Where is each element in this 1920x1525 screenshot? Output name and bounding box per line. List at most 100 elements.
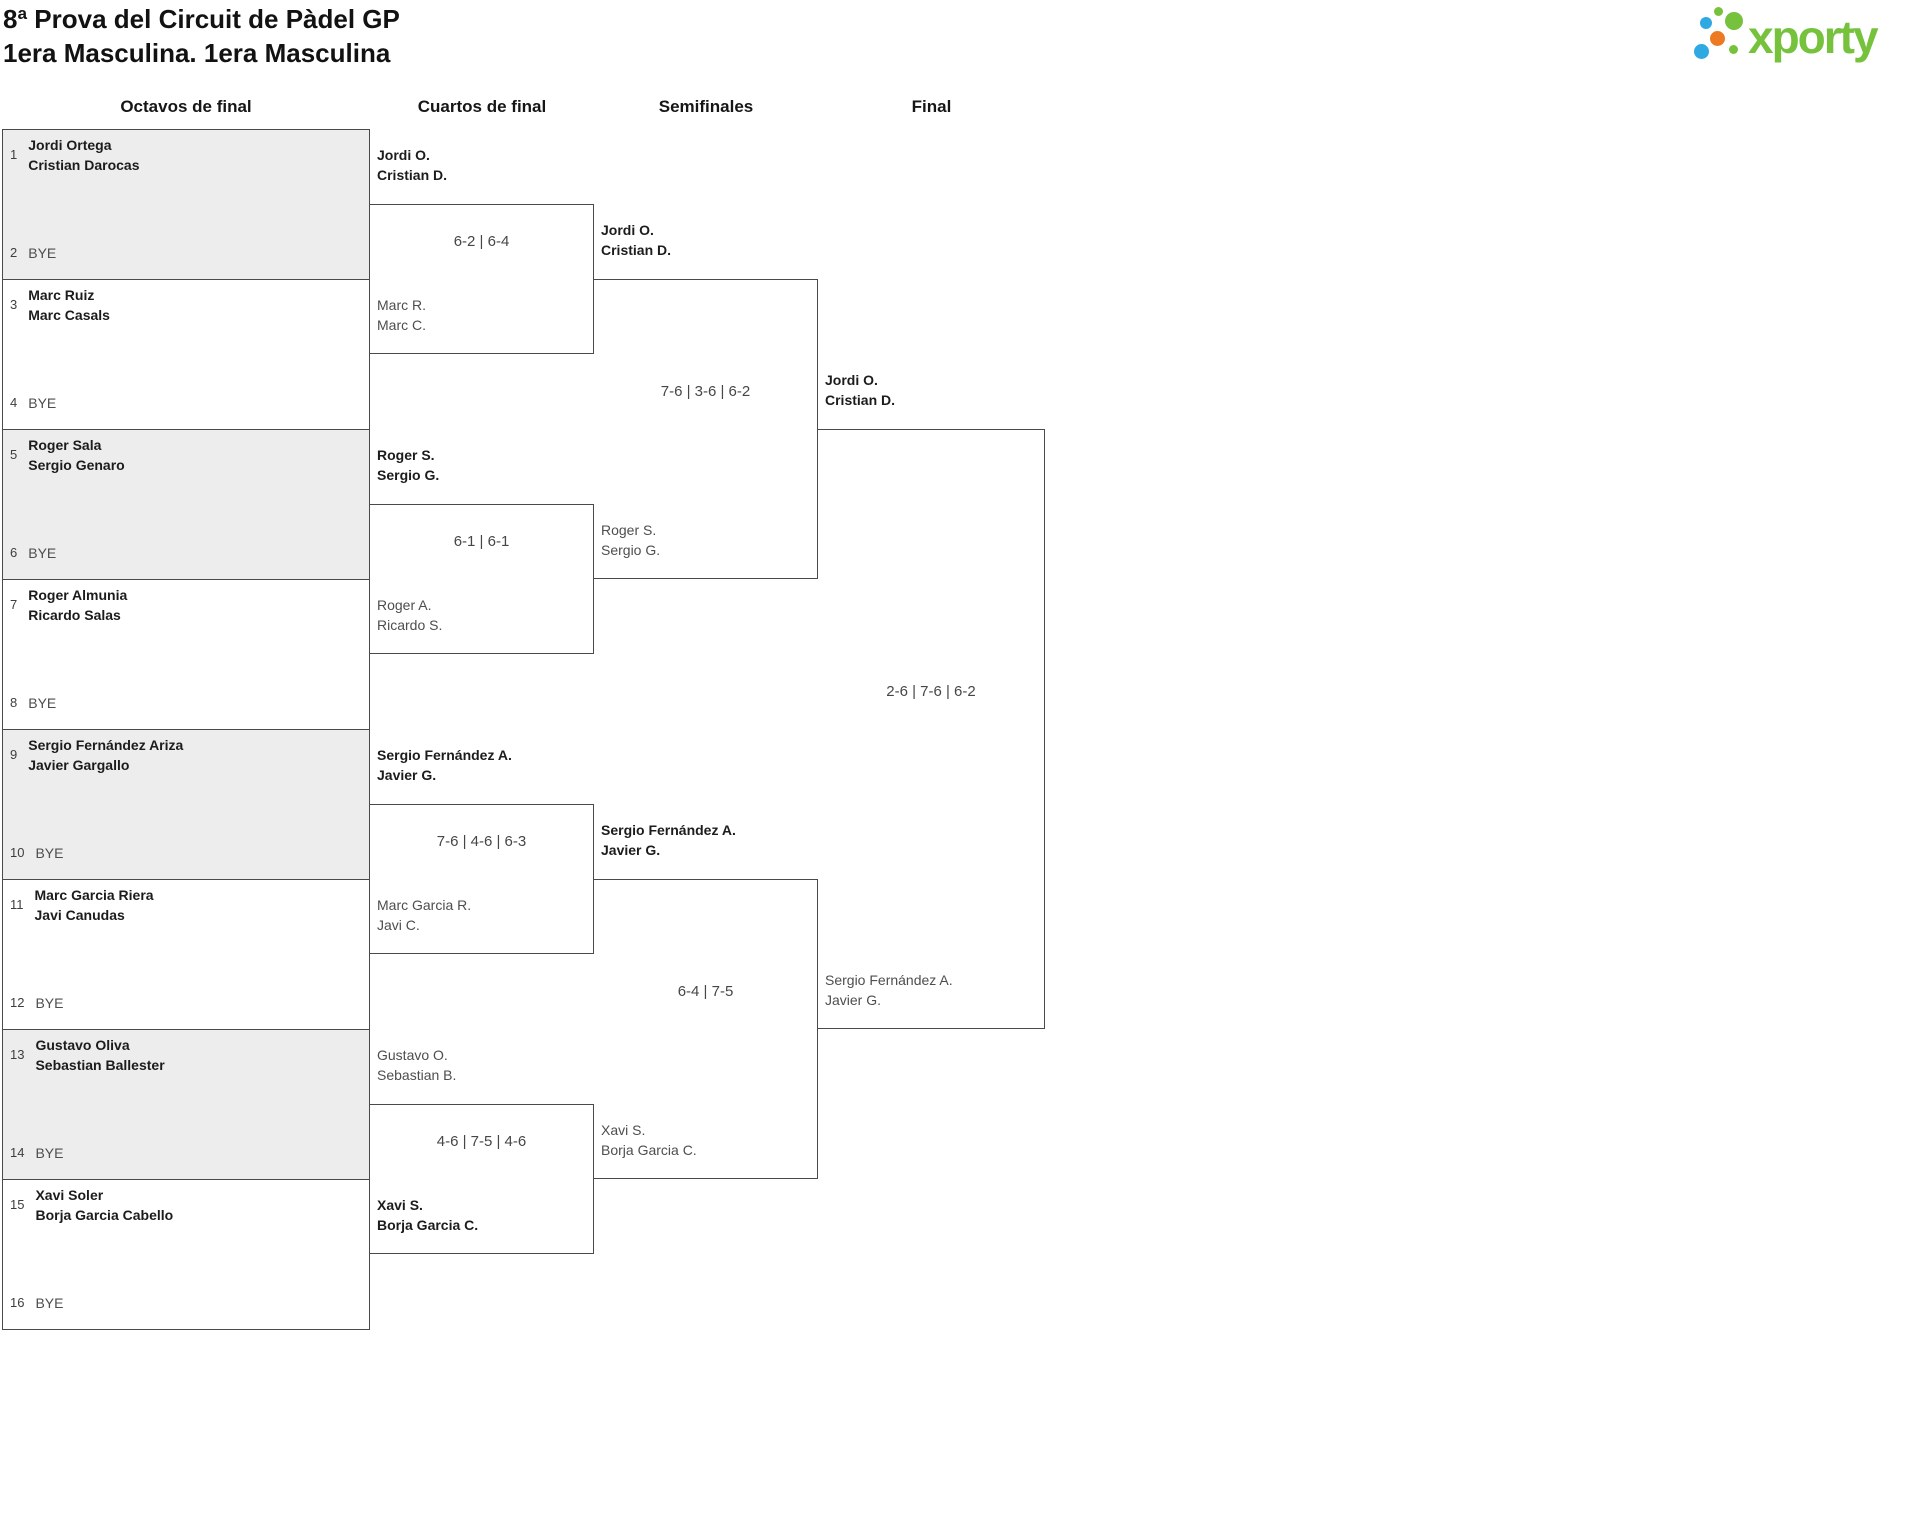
seed-number: 14 xyxy=(10,1145,25,1160)
logo-wordmark: xporty xyxy=(1748,11,1879,63)
team-label-bottom: Roger A. Ricardo S. xyxy=(377,597,443,633)
bye-entry: 2 BYE xyxy=(3,243,56,263)
team-label-top: Jordi O. Cristian D. xyxy=(601,222,672,258)
seed-number: 7 xyxy=(10,597,18,612)
team-player-2: Cristian Darocas xyxy=(28,157,140,173)
bye-label: BYE xyxy=(35,1295,64,1311)
team-entry: 11 Marc Garcia Riera Javi Canudas xyxy=(3,880,369,925)
match-box-octavos-5: 9 Sergio Fernández Ariza Javier Gargallo… xyxy=(3,730,369,880)
team-player-2: Sergio Genaro xyxy=(28,457,125,473)
page-title: 8ª Prova del Circuit de Pàdel GP xyxy=(3,4,400,34)
seed-number: 1 xyxy=(10,147,18,162)
seed-number: 9 xyxy=(10,747,18,762)
page-subtitle: 1era Masculina. 1era Masculina xyxy=(3,38,391,68)
octavos-column: 1 Jordi Ortega Cristian Darocas 2 BYE 3 … xyxy=(2,129,370,1330)
team-entry: 15 Xavi Soler Borja Garcia Cabello xyxy=(3,1180,369,1225)
match-box-octavos-8: 15 Xavi Soler Borja Garcia Cabello 16 BY… xyxy=(3,1180,369,1329)
match-score: 6-1 | 6-1 xyxy=(453,533,510,550)
match-score: 7-6 | 4-6 | 6-3 xyxy=(436,833,527,850)
logo-dot-icon xyxy=(1700,17,1712,29)
team-label-bottom: Xavi S. Borja Garcia C. xyxy=(377,1197,479,1233)
bye-entry: 16 BYE xyxy=(3,1293,63,1313)
team-player-1: Xavi Soler xyxy=(35,1187,104,1203)
seed-number: 6 xyxy=(10,545,18,560)
round-header-octavos: Octavos de final xyxy=(120,97,252,116)
bye-entry: 6 BYE xyxy=(3,543,56,563)
team-player-1: Roger Sala xyxy=(28,437,102,453)
seed-number: 3 xyxy=(10,297,18,312)
team-entry: 9 Sergio Fernández Ariza Javier Gargallo xyxy=(3,730,369,775)
logo-dot-icon xyxy=(1710,31,1725,46)
seed-number: 10 xyxy=(10,845,25,860)
team-label-top: Gustavo O. Sebastian B. xyxy=(377,1047,457,1083)
team-player-1: Jordi Ortega xyxy=(28,137,112,153)
match-box-cuartos-1: 6-2 | 6-4 Marc R. Marc C. xyxy=(370,204,594,354)
team-player-1: Roger Almunia xyxy=(28,587,128,603)
bye-entry: 14 BYE xyxy=(3,1143,63,1163)
team-entry: 5 Roger Sala Sergio Genaro xyxy=(3,430,369,475)
team-player-2: Borja Garcia Cabello xyxy=(35,1207,174,1223)
team-label-top: Sergio Fernández A. Javier G. xyxy=(601,822,736,858)
seed-number: 2 xyxy=(10,245,18,260)
match-score: 6-4 | 7-5 xyxy=(677,983,734,1000)
bye-label: BYE xyxy=(28,545,57,561)
seed-number: 11 xyxy=(10,897,24,912)
match-box-cuartos-3: 7-6 | 4-6 | 6-3 Marc Garcia R. Javi C. xyxy=(370,804,594,954)
team-player-2: Javier Gargallo xyxy=(28,757,130,773)
match-box-cuartos-4: 4-6 | 7-5 | 4-6 Xavi S. Borja Garcia C. xyxy=(370,1104,594,1254)
seed-number: 13 xyxy=(10,1047,25,1062)
match-score: 2-6 | 7-6 | 6-2 xyxy=(886,683,976,700)
team-label-bottom: Sergio Fernández A. Javier G. xyxy=(825,972,953,1008)
bye-entry: 12 BYE xyxy=(3,993,63,1013)
page-title-block: 8ª Prova del Circuit de Pàdel GP 1era Ma… xyxy=(3,2,400,70)
team-player-2: Sebastian Ballester xyxy=(35,1057,165,1073)
bye-entry: 4 BYE xyxy=(3,393,56,413)
team-player-2: Javi Canudas xyxy=(34,907,125,923)
match-box-octavos-6: 11 Marc Garcia Riera Javi Canudas 12 BYE xyxy=(3,880,369,1030)
logo-dot-icon xyxy=(1725,12,1743,30)
seed-number: 4 xyxy=(10,395,18,410)
team-entry: 3 Marc Ruiz Marc Casals xyxy=(3,280,369,325)
match-box-semifinal-2: 6-4 | 7-5 Xavi S. Borja Garcia C. xyxy=(594,879,818,1179)
team-label-bottom: Roger S. Sergio G. xyxy=(601,522,661,558)
logo-dot-icon xyxy=(1694,44,1709,59)
match-box-octavos-7: 13 Gustavo Oliva Sebastian Ballester 14 … xyxy=(3,1030,369,1180)
team-player-1: Sergio Fernández Ariza xyxy=(28,737,184,753)
team-label-top: Roger S. Sergio G. xyxy=(377,447,440,483)
logo-dot-icon xyxy=(1714,7,1723,16)
match-score: 7-6 | 3-6 | 6-2 xyxy=(660,383,751,400)
team-player-2: Ricardo Salas xyxy=(28,607,121,623)
bye-label: BYE xyxy=(35,1145,64,1161)
match-box-semifinal-1: 7-6 | 3-6 | 6-2 Roger S. Sergio G. xyxy=(594,279,818,579)
bye-entry: 10 BYE xyxy=(3,843,63,863)
seed-number: 8 xyxy=(10,695,18,710)
seed-number: 12 xyxy=(10,995,25,1010)
xporty-logo[interactable]: xporty xyxy=(1690,4,1920,70)
team-label-top: Jordi O. Cristian D. xyxy=(377,147,448,183)
bye-label: BYE xyxy=(35,845,64,861)
match-score: 4-6 | 7-5 | 4-6 xyxy=(436,1133,527,1150)
seed-number: 5 xyxy=(10,447,18,462)
seed-number: 15 xyxy=(10,1197,25,1212)
bye-entry: 8 BYE xyxy=(3,693,56,713)
team-player-1: Marc Garcia Riera xyxy=(34,887,154,903)
team-label-top: Sergio Fernández A. Javier G. xyxy=(377,747,512,783)
round-header-semifinales: Semifinales xyxy=(658,97,754,116)
match-box-octavos-1: 1 Jordi Ortega Cristian Darocas 2 BYE xyxy=(3,130,369,280)
match-box-cuartos-2: 6-1 | 6-1 Roger A. Ricardo S. xyxy=(370,504,594,654)
match-box-final: 2-6 | 7-6 | 6-2 Sergio Fernández A. Javi… xyxy=(818,429,1045,1029)
team-entry: 7 Roger Almunia Ricardo Salas xyxy=(3,580,369,625)
round-header-cuartos: Cuartos de final xyxy=(417,97,547,116)
team-entry: 1 Jordi Ortega Cristian Darocas xyxy=(3,130,369,175)
team-label-bottom: Marc Garcia R. Javi C. xyxy=(377,897,472,933)
team-label-bottom: Xavi S. Borja Garcia C. xyxy=(601,1122,697,1158)
bye-label: BYE xyxy=(28,245,57,261)
match-box-octavos-3: 5 Roger Sala Sergio Genaro 6 BYE xyxy=(3,430,369,580)
team-entry: 13 Gustavo Oliva Sebastian Ballester xyxy=(3,1030,369,1075)
bye-label: BYE xyxy=(28,395,57,411)
match-score: 6-2 | 6-4 xyxy=(453,233,510,250)
team-label-bottom: Marc R. Marc C. xyxy=(377,297,426,333)
seed-number: 16 xyxy=(10,1295,25,1310)
team-player-2: Marc Casals xyxy=(28,307,110,323)
